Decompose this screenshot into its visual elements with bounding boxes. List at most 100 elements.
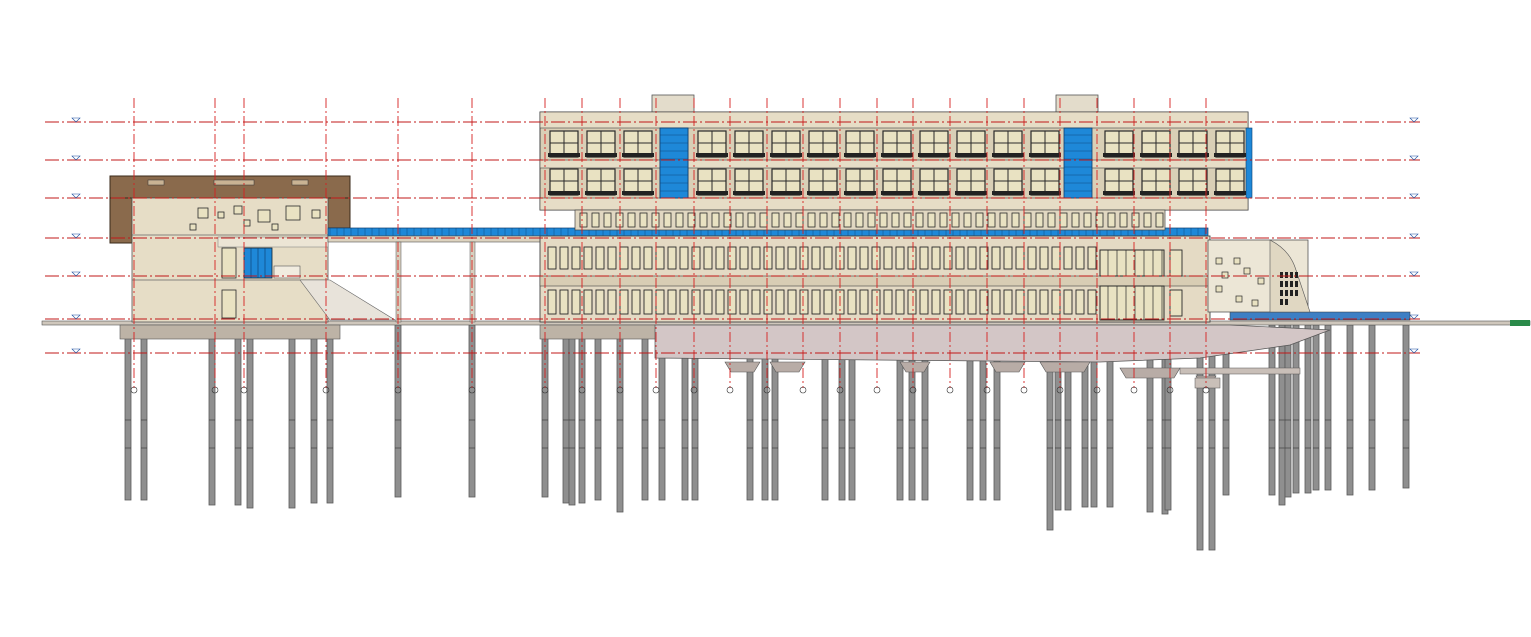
narrow-window — [1023, 212, 1032, 228]
podium-window — [871, 246, 881, 270]
narrow-window — [783, 212, 792, 228]
balcony-rail — [696, 153, 728, 157]
podium-window — [1169, 289, 1183, 317]
podium-window — [1075, 289, 1085, 315]
podium-window — [763, 289, 773, 315]
narrow-window — [1107, 212, 1116, 228]
narrow-window — [735, 212, 744, 228]
balcony-rail — [992, 153, 1024, 157]
annex-window — [1221, 271, 1229, 279]
grid-bubble — [652, 386, 660, 394]
right-cap — [1194, 377, 1221, 389]
podium-window — [1027, 246, 1037, 270]
podium-window — [1087, 289, 1097, 315]
pile-foundations — [124, 324, 1410, 551]
pile — [1208, 324, 1216, 551]
balcony-rail — [696, 191, 728, 195]
podium-window — [619, 289, 629, 315]
grid-bubble — [1093, 386, 1101, 394]
ground-end-marker — [1510, 320, 1530, 326]
main-hotel-block — [539, 94, 1253, 323]
narrow-window — [675, 212, 684, 228]
level-marker-right — [1409, 233, 1419, 239]
pile — [594, 324, 602, 501]
podium-window — [679, 289, 689, 315]
narrow-window — [1095, 212, 1104, 228]
pile — [246, 324, 254, 509]
balcony-rail — [881, 191, 913, 195]
square-window — [217, 211, 225, 219]
podium-window — [847, 246, 857, 270]
square-window — [285, 205, 301, 221]
annex-window — [1233, 257, 1241, 265]
podium-window — [967, 289, 977, 315]
walkway-column — [395, 241, 402, 323]
balcony-rail — [1103, 191, 1135, 195]
podium-window — [691, 289, 701, 315]
narrow-window — [1035, 212, 1044, 228]
balcony-rail — [622, 191, 654, 195]
roof-left-fascia — [109, 197, 133, 244]
grid-bubble — [799, 386, 807, 394]
podium-window — [595, 289, 605, 315]
podium-window — [883, 246, 893, 270]
narrow-window — [1071, 212, 1080, 228]
facade-perforation — [1280, 272, 1283, 278]
pile — [208, 324, 216, 506]
podium-window — [559, 246, 569, 270]
square-window — [271, 223, 279, 231]
balcony-rail — [1214, 153, 1246, 157]
roof-stair-tower — [1055, 94, 1099, 113]
podium-window — [1075, 246, 1085, 270]
podium-window — [979, 289, 989, 315]
pile-cap — [1119, 367, 1181, 379]
walkway-beam — [327, 235, 544, 243]
podium-window — [763, 246, 773, 270]
narrow-window — [1059, 212, 1068, 228]
facade-perforation — [1290, 281, 1293, 287]
square-window — [197, 207, 209, 219]
podium-window — [955, 246, 965, 270]
pile — [1324, 324, 1332, 491]
balcony-rail — [844, 153, 876, 157]
facade-perforation — [1295, 290, 1298, 296]
podium-window — [739, 246, 749, 270]
roof-vent — [147, 179, 165, 186]
podium-window — [727, 246, 737, 270]
balcony-rail — [1029, 153, 1061, 157]
podium-window — [583, 289, 593, 315]
grid-bubble — [240, 386, 248, 394]
podium-window — [583, 246, 593, 270]
pile — [641, 324, 649, 501]
balcony-rail — [1140, 153, 1172, 157]
pile — [288, 324, 296, 509]
podium-window — [775, 289, 785, 315]
narrow-window — [1131, 212, 1140, 228]
narrow-window — [723, 212, 732, 228]
podium-window — [631, 246, 641, 270]
podium-window — [1003, 246, 1013, 270]
facade-perforation — [1280, 281, 1283, 287]
level-marker-right — [1409, 348, 1419, 354]
pile-cap — [899, 361, 931, 373]
narrow-window — [1119, 212, 1128, 228]
podium-window — [643, 289, 653, 315]
podium-window — [1039, 246, 1049, 270]
balcony-rail — [770, 153, 802, 157]
podium-window — [643, 246, 653, 270]
pile — [568, 324, 576, 506]
pile-cap — [724, 361, 761, 373]
door — [221, 247, 237, 279]
podium-window — [739, 289, 749, 315]
pile — [1402, 324, 1410, 489]
podium-window — [1051, 289, 1061, 315]
walkway-column — [469, 241, 476, 323]
podium-window — [847, 289, 857, 315]
balcony-rail — [918, 153, 950, 157]
podium-window — [859, 246, 869, 270]
narrow-window — [1155, 212, 1164, 228]
structural-grid-lines — [130, 98, 1210, 394]
podium-window — [907, 289, 917, 315]
narrow-window — [987, 212, 996, 228]
